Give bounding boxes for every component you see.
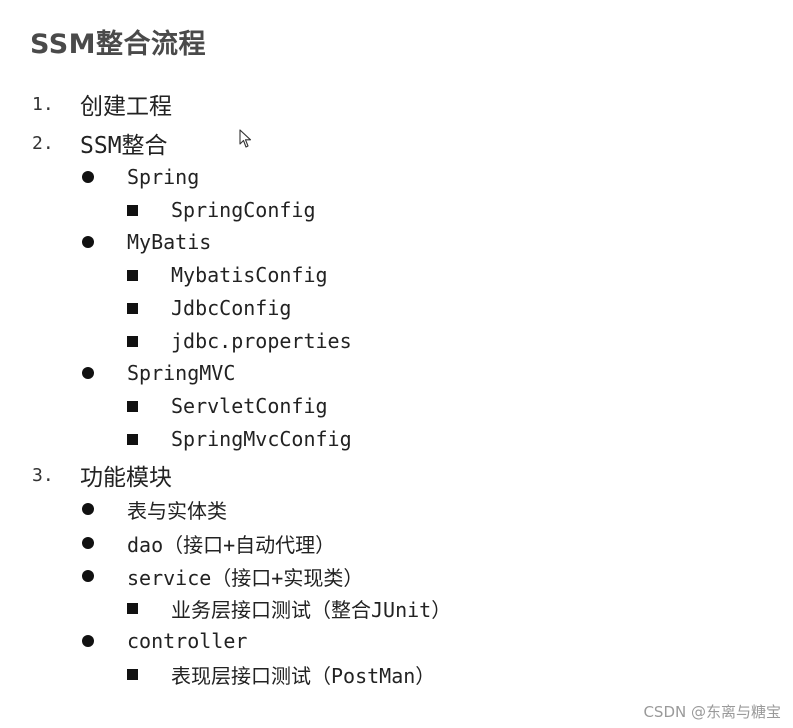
list-item-label: MybatisConfig <box>171 263 328 287</box>
list-item-label: 表与实体类 <box>127 498 227 523</box>
list-number: 1. <box>32 93 54 115</box>
list-item-label: dao（接口+自动代理） <box>127 532 336 557</box>
bullet-square-icon <box>127 668 138 680</box>
list-item-label: 表现层接口测试（PostMan） <box>171 663 436 688</box>
list-item: service（接口+实现类） <box>82 560 363 592</box>
list-item-1: 1. 创建工程 <box>32 88 172 121</box>
list-item-label: SSM整合 <box>80 133 168 159</box>
list-item: SpringConfig <box>127 194 316 226</box>
list-item: MyBatis <box>82 226 211 258</box>
mouse-pointer-icon <box>239 129 252 148</box>
list-item-label: JdbcConfig <box>171 296 292 320</box>
list-item: 业务层接口测试（整合JUnit） <box>127 592 451 624</box>
bullet-square-icon <box>127 400 138 412</box>
list-item-label: controller <box>127 629 248 653</box>
list-item: 表与实体类 <box>82 493 227 525</box>
list-item: controller <box>82 625 247 657</box>
bullet-dot-icon <box>82 367 94 379</box>
list-item-label: Spring <box>127 165 200 189</box>
list-item-2: 2. SSM整合 <box>32 127 168 160</box>
list-item-label: 功能模块 <box>80 465 172 491</box>
bullet-square-icon <box>127 302 138 314</box>
bullet-square-icon <box>127 433 138 445</box>
page-title: SSM整合流程 <box>30 29 207 60</box>
list-item-3: 3. 功能模块 <box>32 459 172 492</box>
list-item-label: ServletConfig <box>171 394 328 418</box>
list-item: SpringMvcConfig <box>127 423 352 455</box>
bullet-square-icon <box>127 204 138 216</box>
list-item: ServletConfig <box>127 390 328 422</box>
bullet-dot-icon <box>82 570 94 582</box>
watermark: CSDN @东离与糖宝 <box>643 703 781 721</box>
bullet-dot-icon <box>82 537 94 549</box>
bullet-square-icon <box>127 602 138 614</box>
list-item-label: SpringMVC <box>127 361 236 385</box>
bullet-square-icon <box>127 269 138 281</box>
list-item: JdbcConfig <box>127 292 291 324</box>
list-item-label: service（接口+实现类） <box>127 565 364 590</box>
list-item: dao（接口+自动代理） <box>82 527 335 559</box>
list-item-label: SpringConfig <box>171 198 316 222</box>
list-item-label: 业务层接口测试（整合JUnit） <box>171 597 452 622</box>
list-item-label: MyBatis <box>127 230 212 254</box>
list-item: 表现层接口测试（PostMan） <box>127 658 435 690</box>
list-item: Spring <box>82 161 199 193</box>
bullet-dot-icon <box>82 236 94 248</box>
list-item: SpringMVC <box>82 357 235 389</box>
bullet-square-icon <box>127 335 138 347</box>
list-item-label: jdbc.properties <box>171 329 352 353</box>
bullet-dot-icon <box>82 171 94 183</box>
list-item-label: 创建工程 <box>80 94 172 120</box>
list-number: 3. <box>32 464 54 486</box>
list-number: 2. <box>32 132 54 154</box>
bullet-dot-icon <box>82 503 94 515</box>
bullet-dot-icon <box>82 635 94 647</box>
list-item-label: SpringMvcConfig <box>171 427 352 451</box>
list-item: jdbc.properties <box>127 325 352 357</box>
list-item: MybatisConfig <box>127 259 328 291</box>
